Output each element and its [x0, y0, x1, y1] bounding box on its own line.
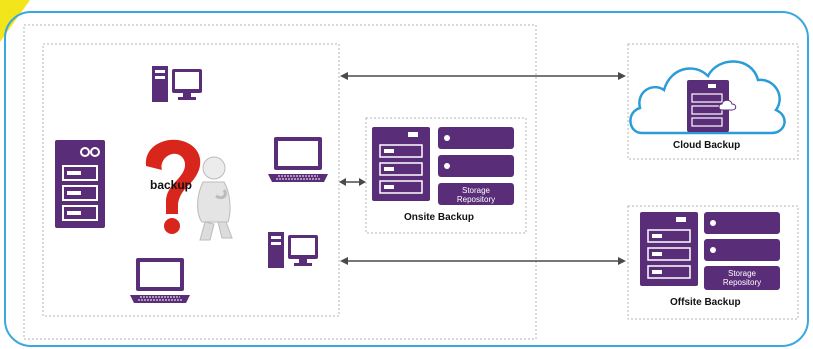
desktop-computer-icon — [268, 232, 318, 268]
offsite-backup-box — [627, 205, 799, 320]
storage-repository-icon — [371, 126, 514, 205]
arrow-to-cloud — [340, 72, 626, 80]
backup-label: backup — [150, 178, 193, 192]
laptop-icon — [267, 136, 329, 183]
cloud-backup-box — [627, 43, 799, 160]
onsite-repo-label: Storage Repository — [438, 186, 514, 204]
cloud-backup-title: Cloud Backup — [673, 140, 741, 151]
devices-region — [42, 43, 340, 317]
repo-line1: Storage — [461, 186, 491, 195]
offsite-repo-label: Storage Repository — [704, 269, 780, 287]
onsite-backup-title: Onsite Backup — [404, 212, 475, 223]
question-mark-icon — [145, 139, 201, 234]
outer-frame — [4, 11, 809, 347]
repo-line2: Repository — [722, 278, 762, 287]
repo-line2: Repository — [456, 195, 496, 204]
desktop-computer-icon — [152, 66, 202, 102]
onsite-backup-box — [365, 117, 527, 234]
cloud-icon — [629, 60, 786, 135]
corner-accent — [0, 0, 30, 42]
offsite-backup-title: Offsite Backup — [670, 297, 741, 308]
person-thinking-icon — [197, 156, 233, 241]
repo-line1: Storage — [727, 269, 757, 278]
server-icon — [55, 140, 105, 228]
arrow-to-offsite — [340, 257, 626, 265]
arrow-to-onsite — [339, 178, 366, 186]
local-network-region — [23, 24, 537, 340]
storage-repository-icon — [639, 211, 780, 290]
laptop-icon — [129, 257, 191, 304]
